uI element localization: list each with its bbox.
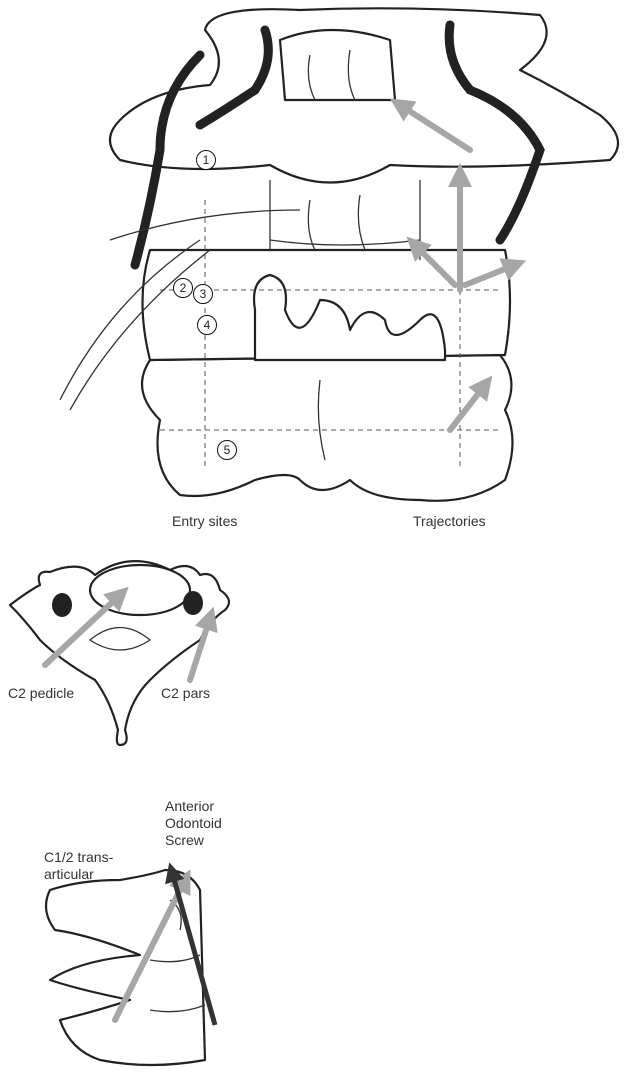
c2-pedicle-label: C2 pedicle: [8, 685, 75, 701]
lateral-drawing: [44, 862, 218, 1067]
c1-c2-transarticular-label: C1/2 trans- articular: [44, 849, 113, 883]
entry-site-3: 3: [193, 284, 213, 304]
posterior-view-drawing: [59, 7, 620, 502]
label-line: Odontoid: [165, 815, 222, 831]
axial-c2-drawing: [8, 560, 231, 747]
entry-site-5: 5: [217, 440, 237, 460]
entry-site-2: 2: [173, 278, 193, 298]
label-line: articular: [44, 866, 94, 882]
entry-site-1: 1: [196, 150, 216, 170]
label-line: C1/2 trans-: [44, 849, 114, 865]
c2-pars-label: C2 pars: [161, 685, 211, 701]
label-line: Anterior: [165, 798, 215, 814]
anterior-odontoid-screw-label: Anterior Odontoid Screw: [165, 798, 222, 849]
entry-sites-label: Entry sites: [172, 513, 238, 529]
label-line: Screw: [165, 832, 204, 848]
trajectory-arrows: [389, 98, 527, 433]
trajectories-label: Trajectories: [413, 513, 486, 529]
entry-site-4: 4: [197, 315, 217, 335]
